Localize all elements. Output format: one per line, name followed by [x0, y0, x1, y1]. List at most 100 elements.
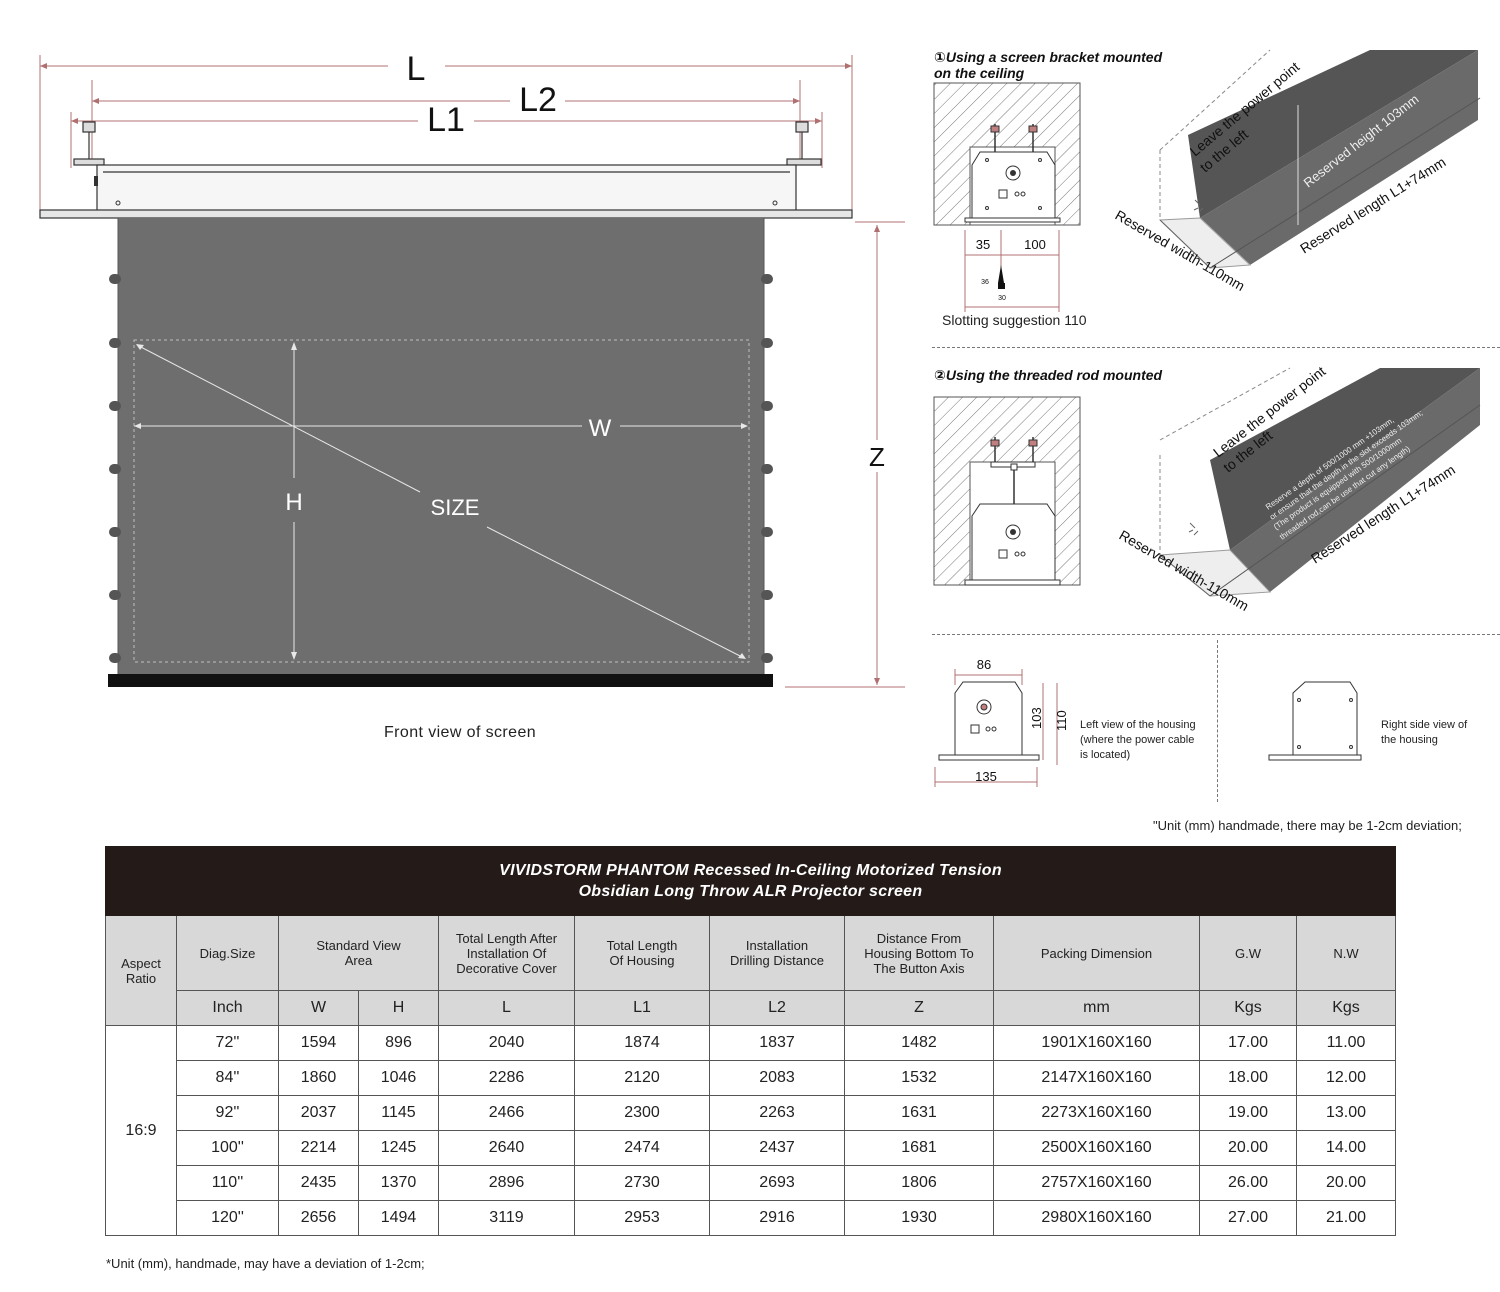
- table-cell: 21.00: [1295, 1200, 1397, 1236]
- table-cell: 2466: [438, 1095, 575, 1131]
- table-cell: 1837: [709, 1025, 845, 1061]
- header-housing-line1: Total Length: [606, 938, 678, 953]
- bracket-mount-title-line1: ①Using a screen bracket mounted: [934, 49, 1163, 65]
- deviation-note: "Unit (mm) handmade, there may be 1-2cm …: [1153, 818, 1462, 833]
- dim-label-H: H: [285, 489, 302, 516]
- unit-cell: L2: [709, 990, 845, 1026]
- table-cell: 2147X160X160: [993, 1060, 1200, 1096]
- table-cell: 1482: [844, 1025, 994, 1061]
- bracket-mount-title-line2: on the ceiling: [934, 65, 1025, 81]
- header-packing-dimension: Packing Dimension: [993, 915, 1200, 991]
- spec-table: VIVIDSTORM PHANTOM Recessed In-Ceiling M…: [104, 846, 1397, 1236]
- unit-cell: H: [358, 990, 439, 1026]
- table-title-line2: Obsidian Long Throw ALR Projector screen: [578, 883, 923, 900]
- header-total-line1: Total Length After: [455, 930, 558, 946]
- unit-cell: Kgs: [1295, 990, 1397, 1026]
- table-title: VIVIDSTORM PHANTOM Recessed In-Ceiling M…: [104, 846, 1397, 916]
- rod-mount-title: ②Using the threaded rod mounted: [934, 367, 1163, 383]
- rod-mount-section-drawing: [933, 396, 1081, 586]
- section-separator-2: [932, 634, 1500, 635]
- table-cell: 1370: [358, 1165, 439, 1201]
- table-cell: 2953: [574, 1200, 710, 1236]
- left-note-line2: (where the power cable: [1080, 734, 1195, 746]
- right-side-view-note: Right side view of the housing: [1381, 718, 1467, 748]
- dim-label-W: W: [589, 415, 612, 442]
- table-cell: 2500X160X160: [993, 1130, 1200, 1166]
- unit-cell: W: [278, 990, 359, 1026]
- table-cell: 1494: [358, 1200, 439, 1236]
- table-cell: 13.00: [1295, 1095, 1397, 1131]
- table-cell: 1532: [844, 1060, 994, 1096]
- table-cell: 2896: [438, 1165, 575, 1201]
- table-cell: 92'': [176, 1095, 279, 1131]
- front-view-caption: Front view of screen: [384, 724, 537, 741]
- table-cell: 2916: [709, 1200, 845, 1236]
- table-cell: 2263: [709, 1095, 845, 1131]
- table-cell: 11.00: [1295, 1025, 1397, 1061]
- table-title-line1: VIVIDSTORM PHANTOM Recessed In-Ceiling M…: [499, 862, 1002, 879]
- footnote: *Unit (mm), handmade, may have a deviati…: [106, 1256, 425, 1271]
- unit-cell: mm: [993, 990, 1200, 1026]
- header-net-weight: N.W: [1295, 915, 1397, 991]
- table-cell: 1631: [844, 1095, 994, 1131]
- bracket-dim-36: 36: [981, 279, 989, 286]
- table-cell: 2300: [574, 1095, 710, 1131]
- left-side-view-drawing: 86 103 110 135: [934, 657, 1069, 787]
- table-cell: 1145: [358, 1095, 439, 1131]
- table-cell: 1046: [358, 1060, 439, 1096]
- header-housing-line2: Of Housing: [609, 953, 675, 968]
- side-dim-86: 86: [977, 657, 991, 672]
- table-cell: 17.00: [1199, 1025, 1297, 1061]
- header-aspect-line1: Aspect: [121, 955, 161, 971]
- table-title-row: VIVIDSTORM PHANTOM Recessed In-Ceiling M…: [104, 846, 1397, 916]
- bracket-dim-30: 30: [998, 295, 1006, 302]
- table-cell: 27.00: [1199, 1200, 1297, 1236]
- unit-cell: Z: [844, 990, 994, 1026]
- unit-cell: Kgs: [1199, 990, 1297, 1026]
- table-cell: 2757X160X160: [993, 1165, 1200, 1201]
- right-side-view-drawing: [1268, 681, 1362, 761]
- table-cell: 1245: [358, 1130, 439, 1166]
- table-cell: 14.00: [1295, 1130, 1397, 1166]
- side-view-divider: [1217, 640, 1218, 802]
- table-cell: 110'': [176, 1165, 279, 1201]
- section-separator-1: [932, 347, 1500, 348]
- side-dim-135: 135: [975, 769, 997, 784]
- left-note-line3: is located): [1080, 749, 1131, 761]
- table-cell: 100'': [176, 1130, 279, 1166]
- table-cell: 19.00: [1199, 1095, 1297, 1131]
- table-cell: 2980X160X160: [993, 1200, 1200, 1236]
- left-side-view-note: Left view of the housing (where the powe…: [1080, 718, 1196, 763]
- front-view-drawing: L L2 L1 Z W H SIZE: [39, 50, 905, 688]
- header-diag-size: Diag.Size: [176, 915, 279, 991]
- table-cell: 2083: [709, 1060, 845, 1096]
- aspect-ratio-cell: 16:9: [105, 1025, 177, 1236]
- header-total-line3: Decorative Cover: [456, 960, 557, 976]
- header-drill-line2: Drilling Distance: [730, 953, 824, 968]
- header-total-line2: Installation Of: [466, 945, 547, 961]
- bracket-mount-iso-drawing: Leave the power point to the left Reserv…: [1113, 49, 1481, 294]
- table-cell: 2474: [574, 1130, 710, 1166]
- table-cell: 84'': [176, 1060, 279, 1096]
- table-cell: 26.00: [1199, 1165, 1297, 1201]
- header-gross-weight: G.W: [1199, 915, 1297, 991]
- right-note-line1: Right side view of: [1381, 719, 1468, 731]
- table-cell: 2435: [278, 1165, 359, 1201]
- header-dist-line2: Housing Bottom To: [864, 945, 974, 961]
- table-cell: 2730: [574, 1165, 710, 1201]
- bracket-dim-100: 100: [1024, 237, 1046, 252]
- dim-label-L1: L1: [427, 101, 465, 139]
- header-view-line1: Standard View: [316, 938, 401, 953]
- table-cell: 1594: [278, 1025, 359, 1061]
- table-cell: 2656: [278, 1200, 359, 1236]
- table-cell: 2273X160X160: [993, 1095, 1200, 1131]
- side-dim-103: 103: [1029, 707, 1044, 729]
- table-cell: 2286: [438, 1060, 575, 1096]
